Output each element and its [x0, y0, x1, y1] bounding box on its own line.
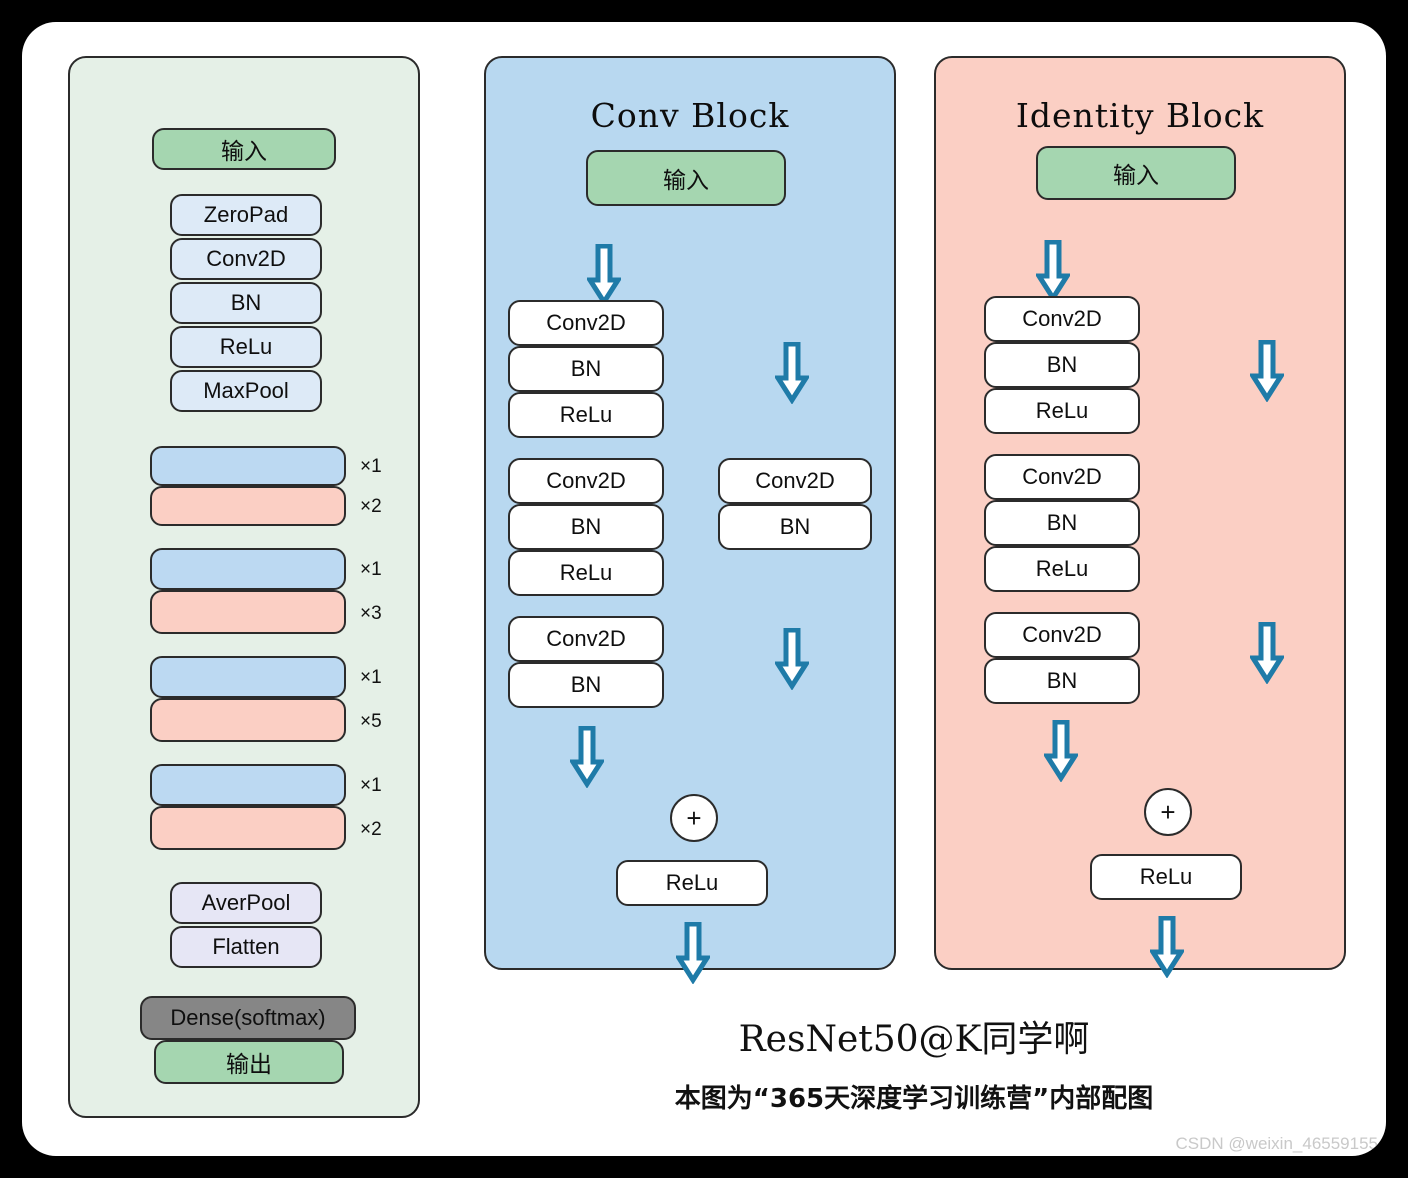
identity-block-input-box: 输入	[1036, 146, 1236, 200]
overview-stage-3-identity-mult: ×5	[360, 711, 382, 732]
overview-stage-4-identity-bar	[150, 806, 346, 850]
overview-stem-maxpool: MaxPool	[170, 370, 322, 412]
conv-block-g3-bn: BN	[508, 662, 664, 708]
identity-block-add-node: +	[1144, 788, 1192, 836]
diagram-sub-caption: 本图为“365天深度学习训练营”内部配图	[674, 1084, 1154, 1114]
conv-block-g2-bn: BN	[508, 504, 664, 550]
identity-block-g2-bn: BN	[984, 500, 1140, 546]
conv-block-shortcut-arrow-bottom	[775, 628, 809, 690]
overview-stage-3-conv-bar	[150, 656, 346, 698]
identity-block-g1-relu: ReLu	[984, 388, 1140, 434]
overview-stage-1-identity-mult: ×2	[360, 496, 382, 517]
conv-block-shortcut-conv2d: Conv2D	[718, 458, 872, 504]
identity-block-title: Identity Block	[1015, 96, 1265, 135]
conv-block-arrow-input-to-main	[587, 244, 621, 306]
resnet50-overview-panel: 输入 ZeroPad Conv2D BN ReLu MaxPool ×1 ×2 …	[68, 56, 420, 1118]
identity-block-final-relu: ReLu	[1090, 854, 1242, 900]
conv-block-g2-relu: ReLu	[508, 550, 664, 596]
diagram-card: 输入 ZeroPad Conv2D BN ReLu MaxPool ×1 ×2 …	[22, 22, 1386, 1156]
identity-block-g1-bn: BN	[984, 342, 1140, 388]
conv-block-g1-conv2d: Conv2D	[508, 300, 664, 346]
conv-block-arrow-main-to-add	[570, 726, 604, 788]
identity-block-g1-conv2d: Conv2D	[984, 296, 1140, 342]
conv-block-add-node: +	[670, 794, 718, 842]
overview-stage-4-conv-mult: ×1	[360, 775, 382, 796]
conv-block-g2-conv2d: Conv2D	[508, 458, 664, 504]
overview-stage-3-conv-mult: ×1	[360, 667, 382, 688]
conv-block-panel: Conv Block 输入 Conv2D BN ReLu Conv2D BN R…	[484, 56, 896, 984]
identity-block-g2-conv2d: Conv2D	[984, 454, 1140, 500]
identity-block-skip-arrow-top	[1250, 340, 1284, 402]
overview-stem-zeropad: ZeroPad	[170, 194, 322, 236]
overview-stage-2-identity-mult: ×3	[360, 603, 382, 624]
overview-stage-3-identity-bar	[150, 698, 346, 742]
identity-block-g2-relu: ReLu	[984, 546, 1140, 592]
overview-stage-4-identity-mult: ×2	[360, 819, 382, 840]
conv-block-arrow-output	[676, 922, 710, 984]
overview-stem-relu: ReLu	[170, 326, 322, 368]
overview-head-averpool: AverPool	[170, 882, 322, 924]
identity-block-arrow-output	[1150, 916, 1184, 978]
conv-block-g1-relu: ReLu	[508, 392, 664, 438]
overview-stage-1-conv-mult: ×1	[360, 456, 382, 477]
conv-block-input-box: 输入	[586, 150, 786, 206]
overview-stage-1-conv-bar	[150, 446, 346, 486]
identity-block-arrow-input-to-main	[1036, 240, 1070, 302]
identity-block-g3-conv2d: Conv2D	[984, 612, 1140, 658]
identity-block-arrow-main-to-add	[1044, 720, 1078, 782]
overview-stage-2-identity-bar	[150, 590, 346, 634]
identity-block-panel: Identity Block 输入 Conv2D BN ReLu Conv2D …	[934, 56, 1346, 978]
conv-block-shortcut-bn: BN	[718, 504, 872, 550]
overview-output-box: 输出	[154, 1040, 344, 1084]
overview-stage-2-conv-mult: ×1	[360, 559, 382, 580]
overview-stage-1-identity-bar	[150, 486, 346, 526]
csdn-watermark: CSDN @weixin_46559155	[1175, 1134, 1378, 1153]
overview-head-flatten: Flatten	[170, 926, 322, 968]
conv-block-g3-conv2d: Conv2D	[508, 616, 664, 662]
conv-block-shortcut-arrow-top	[775, 342, 809, 404]
overview-stage-2-conv-bar	[150, 548, 346, 590]
overview-stage-4-conv-bar	[150, 764, 346, 806]
overview-dense-softmax: Dense(softmax)	[140, 996, 356, 1040]
diagram-main-caption: ResNet50@K同学啊	[738, 1019, 1090, 1060]
conv-block-g1-bn: BN	[508, 346, 664, 392]
overview-input-box: 输入	[152, 128, 336, 170]
overview-stem-bn: BN	[170, 282, 322, 324]
identity-block-g3-bn: BN	[984, 658, 1140, 704]
overview-stem-conv2d: Conv2D	[170, 238, 322, 280]
identity-block-skip-arrow-bottom	[1250, 622, 1284, 684]
conv-block-title: Conv Block	[590, 96, 790, 135]
conv-block-final-relu: ReLu	[616, 860, 768, 906]
